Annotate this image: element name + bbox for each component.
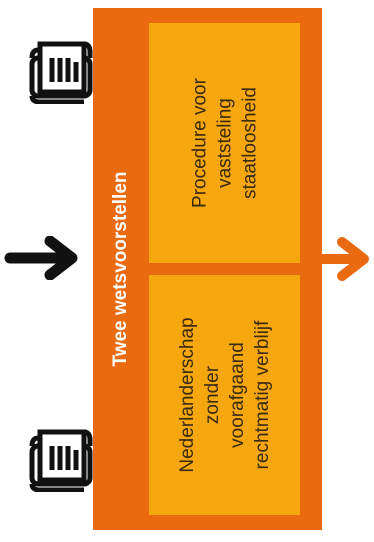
proposals-panel: Twee wetsvoorstellen Procedure voor vast… bbox=[93, 8, 322, 530]
panel-title-text: Twee wetsvoorstellen bbox=[110, 171, 131, 367]
panel-title: Twee wetsvoorstellen bbox=[93, 8, 149, 530]
arrow-right-icon bbox=[4, 236, 80, 280]
scroll-document-icon bbox=[28, 40, 94, 104]
box-dutch-nationality-label: Nederlanderschap zonder voorafgaand rech… bbox=[176, 317, 273, 473]
box-dutch-nationality: Nederlanderschap zonder voorafgaand rech… bbox=[149, 275, 300, 515]
box-stateless-procedure: Procedure voor vaststeling staatloosheid bbox=[149, 23, 300, 263]
arrow-right-icon bbox=[304, 237, 370, 281]
box-stateless-procedure-label: Procedure voor vaststeling staatloosheid bbox=[189, 78, 260, 208]
scroll-document-icon bbox=[28, 428, 94, 492]
